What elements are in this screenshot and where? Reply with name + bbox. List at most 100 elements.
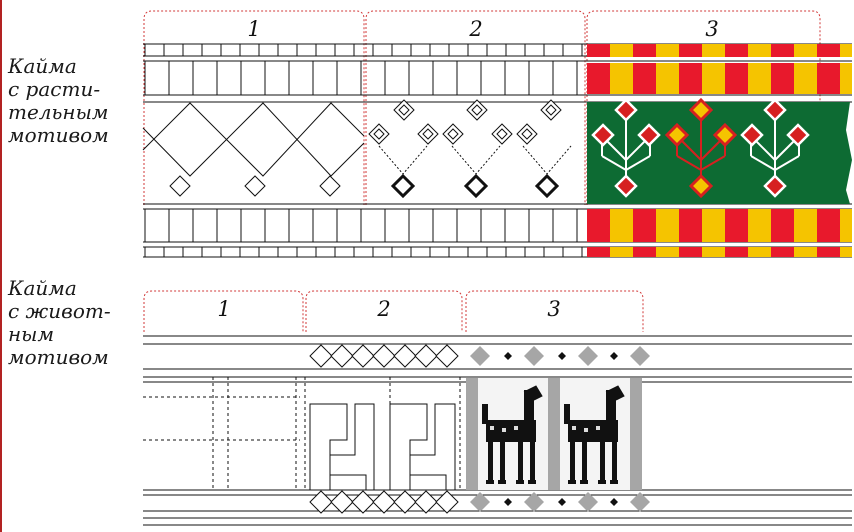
chain-outline-diamond	[352, 345, 374, 367]
chain-outline-diamond	[415, 491, 437, 513]
animal-hoof	[580, 480, 588, 484]
animal-spot	[584, 428, 588, 432]
animal-hoof	[610, 480, 618, 484]
yellow-stripe-block	[656, 209, 679, 242]
double-outline-diamond	[394, 100, 414, 120]
plant-border-pattern	[143, 44, 852, 257]
lattice-line-upper	[143, 103, 364, 176]
chain-outline-diamond	[394, 491, 416, 513]
tile-gray-bar-end	[630, 378, 642, 490]
black-small-diamond	[610, 352, 618, 360]
animal-tail	[564, 404, 570, 424]
animal-hoof	[516, 480, 524, 484]
small-outline-diamond	[320, 176, 340, 196]
bold-outline-diamond	[466, 176, 486, 196]
gray-diamond	[630, 346, 650, 366]
small-outline-diamond	[245, 176, 265, 196]
animal-hoof	[598, 480, 606, 484]
black-small-diamond	[558, 498, 566, 506]
plant-column-2-number: 2	[468, 17, 482, 41]
yellow-stripe-block	[794, 209, 817, 242]
bold-outline-diamond	[537, 176, 557, 196]
animal-hoof	[486, 480, 494, 484]
meander-line	[390, 404, 446, 490]
yellow-stripe-block	[840, 247, 852, 257]
chain-outline-diamond	[394, 345, 416, 367]
meander-line	[410, 404, 455, 490]
yellow-stripe-block	[794, 247, 817, 257]
animal-leg	[600, 442, 605, 482]
yellow-stripe-block	[840, 209, 852, 242]
dotted-link-line	[379, 146, 427, 174]
animal-column-3-number: 3	[547, 297, 560, 321]
double-outline-diamond	[467, 100, 487, 120]
animal-leg	[570, 442, 575, 482]
chain-outline-diamond	[373, 491, 395, 513]
chain-outline-diamond	[331, 345, 353, 367]
double-outline-diamond	[369, 124, 389, 144]
black-small-diamond	[504, 352, 512, 360]
yellow-stripe-block	[748, 63, 771, 94]
chain-outline-diamond	[331, 491, 353, 513]
yellow-stripe-block	[840, 44, 852, 57]
gray-diamond	[524, 346, 544, 366]
animal-spot	[490, 426, 494, 430]
animal-leg	[500, 442, 505, 482]
animal-hoof	[568, 480, 576, 484]
double-outline-diamond	[418, 124, 438, 144]
chain-outline-diamond	[310, 491, 332, 513]
animal-hoof	[528, 480, 536, 484]
gray-diamond	[470, 346, 490, 366]
tile-gray-bar	[466, 378, 478, 490]
yellow-stripe-block	[702, 63, 725, 94]
dotted-link-line	[452, 146, 500, 174]
animal-tile-2	[548, 378, 630, 490]
yellow-stripe-block	[656, 44, 679, 57]
tile-gray-bar	[548, 378, 560, 490]
yellow-stripe-block	[610, 63, 633, 94]
chain-outline-diamond	[436, 345, 458, 367]
animal-spot	[514, 426, 518, 430]
animal-spot	[596, 426, 600, 430]
dotted-link-line	[523, 146, 571, 174]
animal-tile-1	[466, 378, 548, 490]
chain-outline-diamond	[310, 345, 332, 367]
animal-leg	[530, 442, 535, 482]
animal-hoof	[498, 480, 506, 484]
animal-column-1-number: 1	[217, 297, 230, 321]
meander-line	[330, 404, 374, 490]
double-outline-diamond	[492, 124, 512, 144]
yellow-stripe-block	[748, 44, 771, 57]
animal-leg	[518, 442, 523, 482]
yellow-stripe-block	[702, 209, 725, 242]
animal-leg	[488, 442, 493, 482]
black-small-diamond	[610, 498, 618, 506]
yellow-stripe-block	[748, 209, 771, 242]
chain-outline-diamond	[415, 345, 437, 367]
black-small-diamond	[504, 498, 512, 506]
lattice-line-lower	[143, 103, 364, 176]
animal-spot	[572, 426, 576, 430]
chain-outline-diamond	[436, 491, 458, 513]
double-outline-diamond	[517, 124, 537, 144]
yellow-stripe-block	[748, 247, 771, 257]
bold-outline-diamond	[393, 176, 413, 196]
animal-column-2-number: 2	[376, 297, 390, 321]
yellow-stripe-block	[656, 63, 679, 94]
animal-spot	[502, 428, 506, 432]
animal-leg	[582, 442, 587, 482]
plant-column-3-number: 3	[705, 17, 718, 41]
chain-outline-diamond	[373, 345, 395, 367]
plant-column-1-number: 1	[247, 17, 260, 41]
chain-outline-diamond	[352, 491, 374, 513]
yellow-stripe-block	[702, 247, 725, 257]
yellow-stripe-block	[794, 44, 817, 57]
gray-diamond	[578, 346, 598, 366]
double-outline-diamond	[541, 100, 561, 120]
animal-leg	[612, 442, 617, 482]
yellow-stripe-block	[610, 44, 633, 57]
yellow-stripe-block	[610, 247, 633, 257]
meander-line	[310, 404, 366, 490]
yellow-stripe-block	[794, 63, 817, 94]
